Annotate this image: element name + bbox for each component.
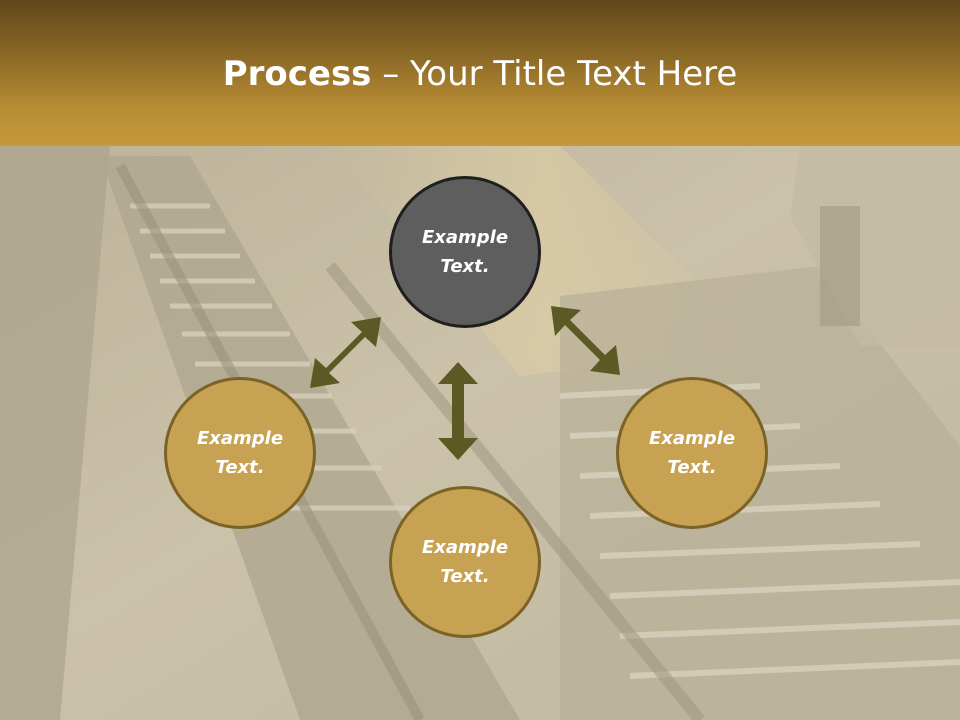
title-rest-text: – Your Title Text Here — [371, 54, 738, 94]
process-step-right[interactable]: Example Text. — [616, 377, 768, 529]
title-banner — [0, 0, 960, 146]
slide-title[interactable]: Process – Your Title Text Here — [0, 52, 960, 96]
process-step-bottom[interactable]: Example Text. — [389, 486, 541, 638]
title-bold-text: Process — [222, 54, 372, 94]
process-step-left[interactable]: Example Text. — [164, 377, 316, 529]
process-step-top[interactable]: Example Text. — [389, 176, 541, 328]
